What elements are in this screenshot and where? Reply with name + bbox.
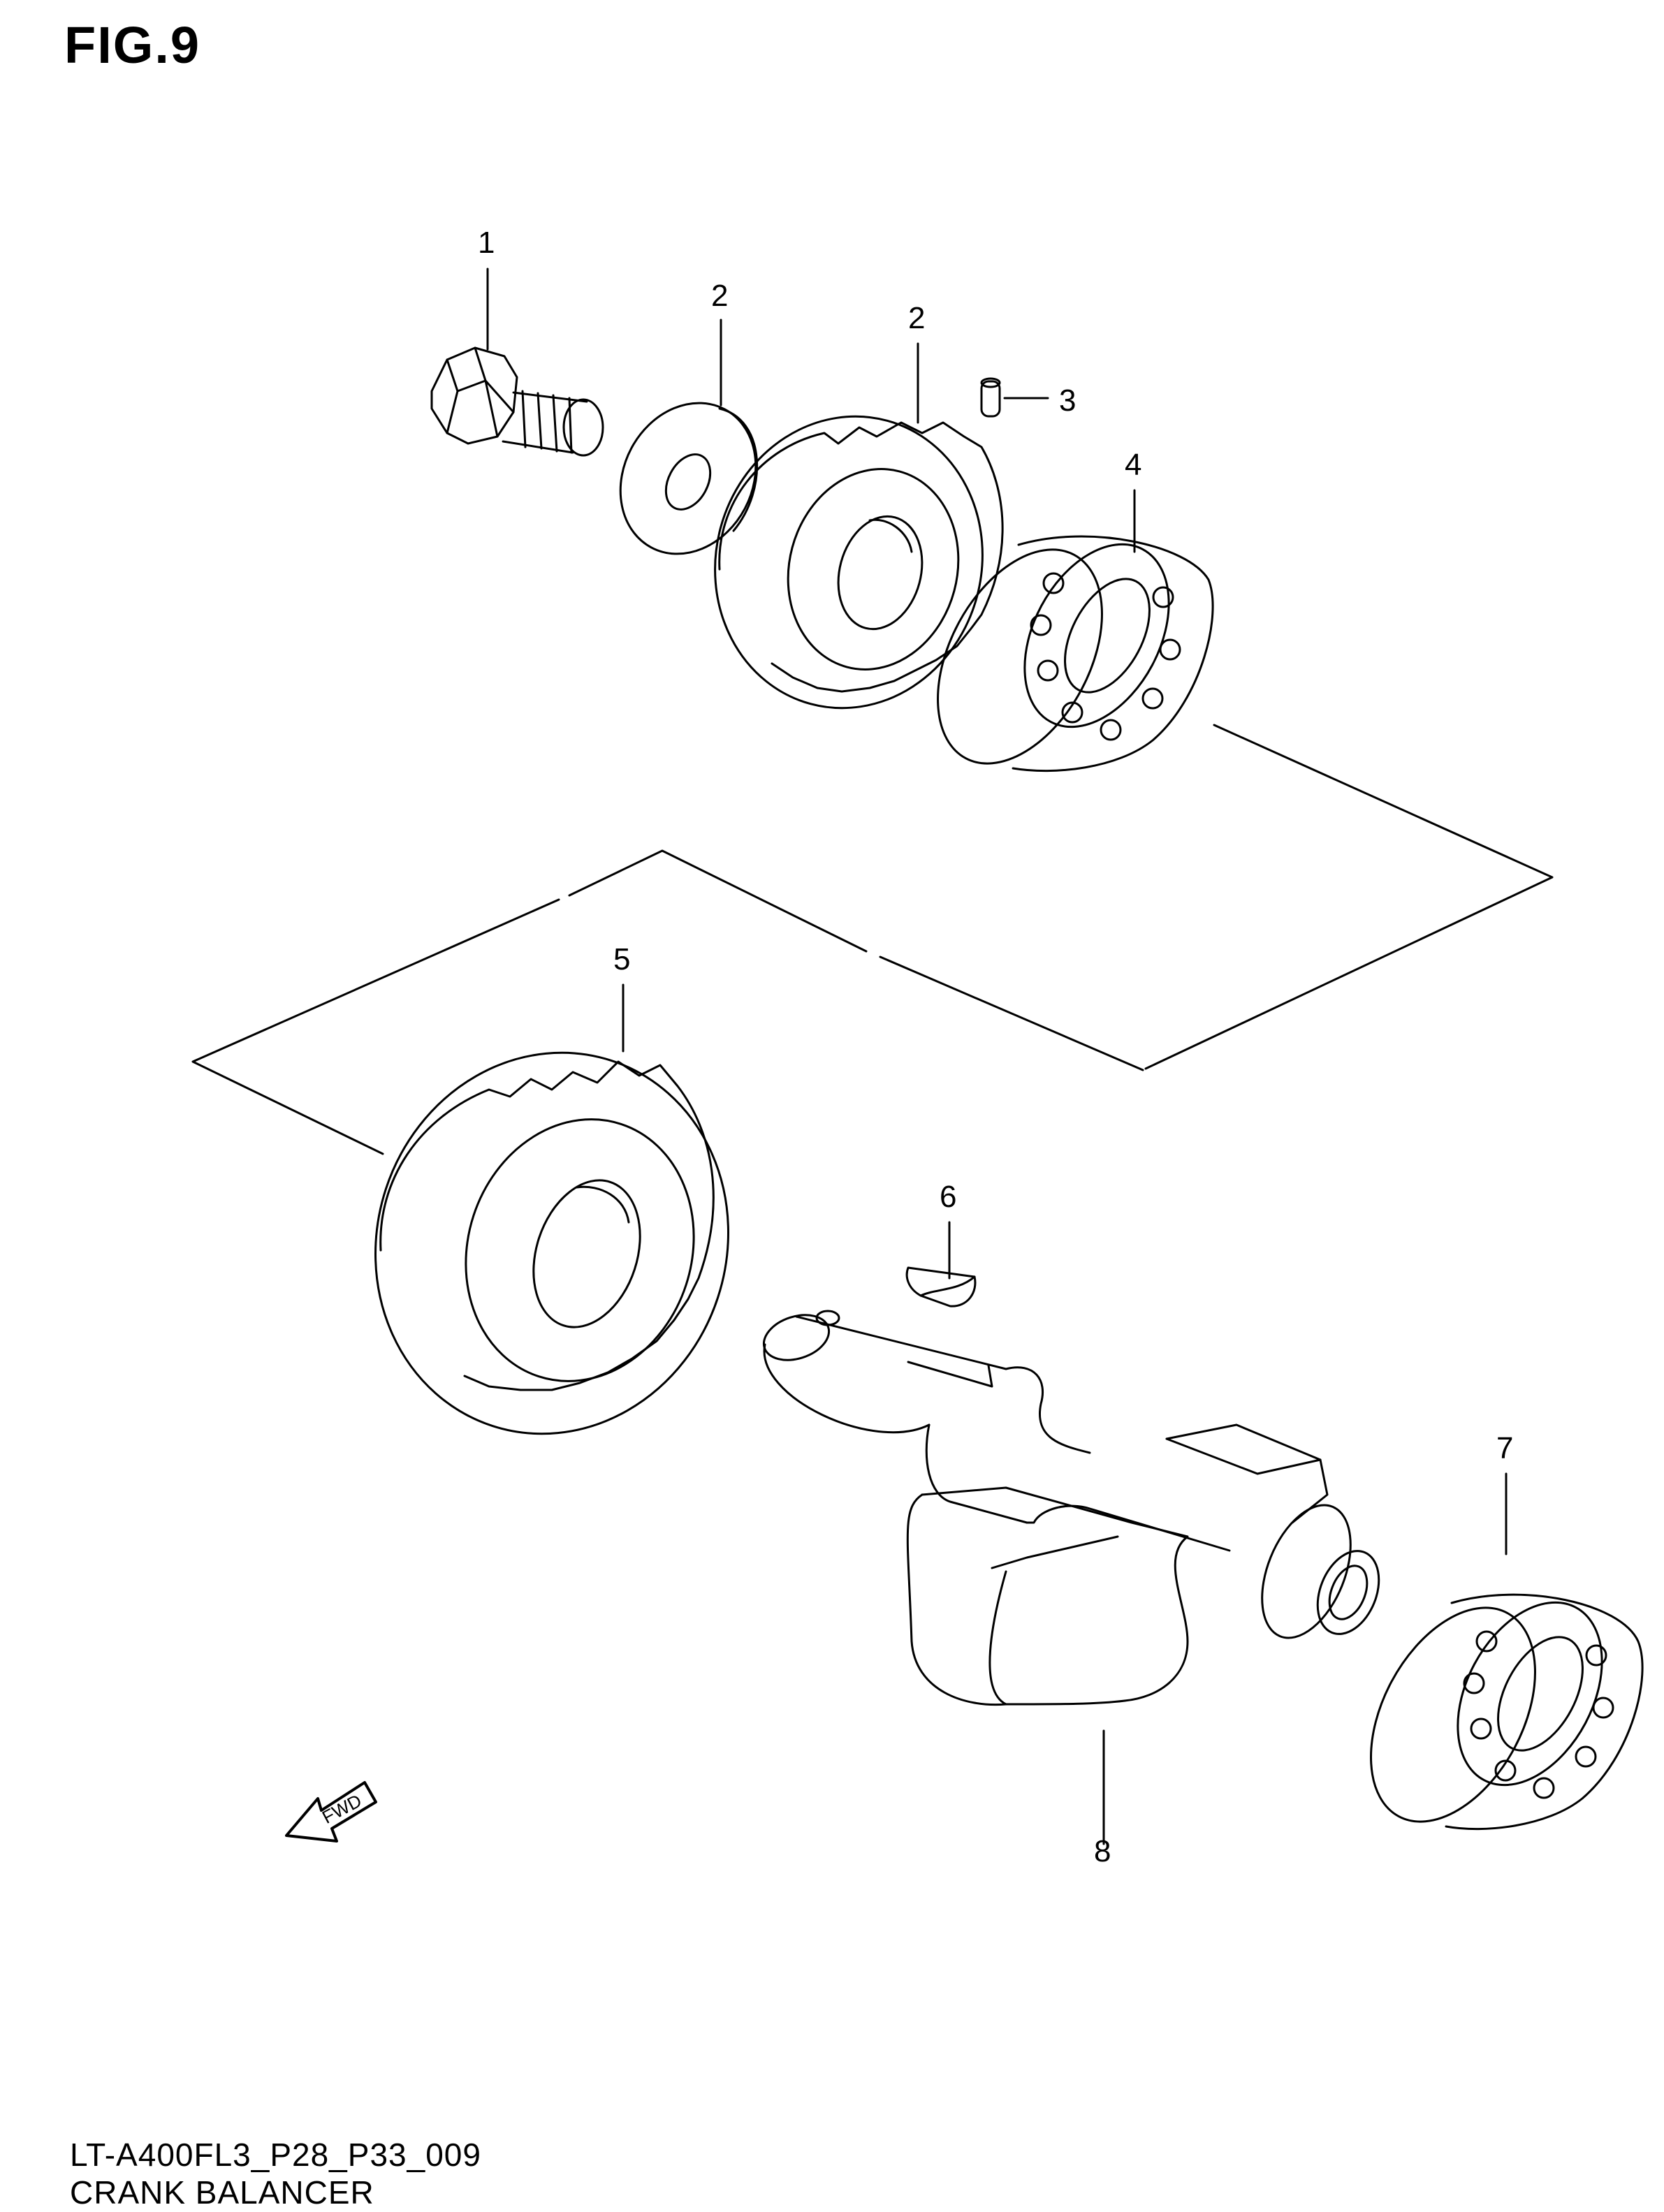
driven-gear-part xyxy=(374,1051,729,1435)
bearing-lower-part xyxy=(1370,1593,1644,1831)
callout-label: 8 xyxy=(1094,1834,1111,1868)
callout-label: 2 xyxy=(711,279,728,313)
bearing-upper-part xyxy=(937,535,1214,772)
callout-2-upper: 4 xyxy=(1125,448,1141,553)
callout-label: 2 xyxy=(908,301,925,335)
drawing-code: LT-A400FL3_P28_P33_009 xyxy=(70,2137,481,2173)
bolt-part xyxy=(430,346,604,457)
balancer-shaft-part xyxy=(762,1310,1380,1706)
callout-label: 7 xyxy=(1496,1431,1513,1465)
figure-title: FIG.9 xyxy=(64,16,201,74)
figure-caption: CRANK BALANCER xyxy=(70,2174,374,2211)
callout-1: 8 xyxy=(1094,1729,1111,1868)
callout-label: 6 xyxy=(940,1180,956,1214)
callout-3: 5 xyxy=(613,942,630,1053)
callout-8: 3 xyxy=(1003,383,1076,418)
key-part xyxy=(905,1266,977,1308)
callout-label: 3 xyxy=(1059,383,1076,418)
callout-label: 4 xyxy=(1125,448,1141,482)
callout-6: 1 xyxy=(478,226,495,351)
drive-gear-part xyxy=(714,415,1004,710)
callout-4: 6 xyxy=(940,1180,956,1280)
washer-part xyxy=(619,402,759,555)
callout-label: 1 xyxy=(478,226,495,260)
callout-2-lower: 7 xyxy=(1496,1431,1513,1555)
pin-part xyxy=(980,377,1001,418)
fwd-arrow-icon: FWD xyxy=(285,1781,377,1843)
assembly-frame xyxy=(191,724,1554,1155)
callout-7: 2 xyxy=(711,279,728,406)
callout-5: 2 xyxy=(908,301,925,424)
callout-label: 5 xyxy=(613,942,630,976)
